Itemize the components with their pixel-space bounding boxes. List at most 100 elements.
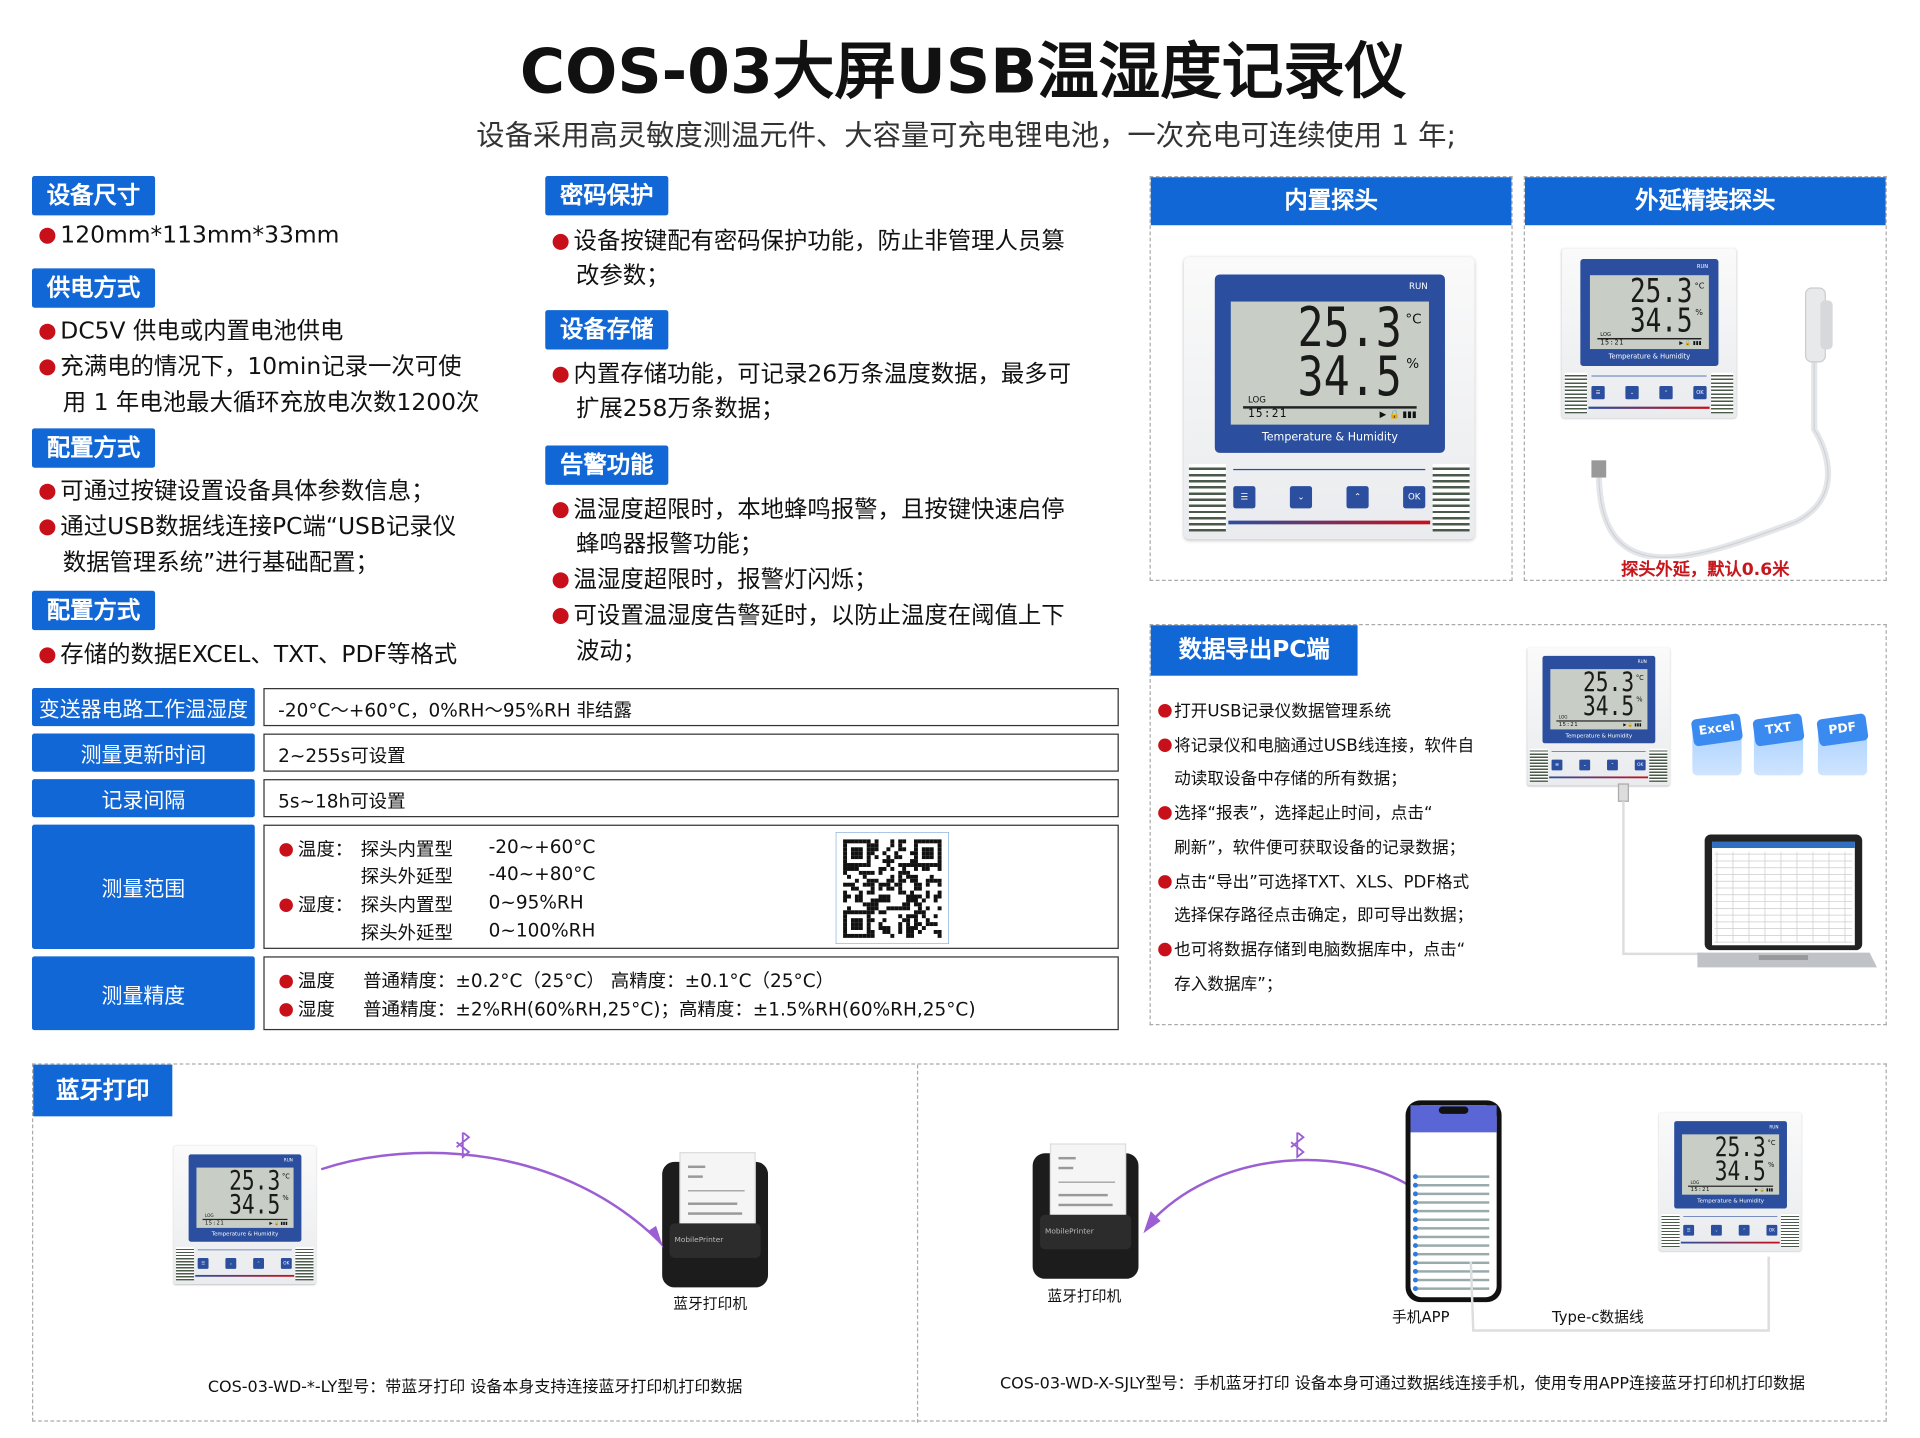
range-value: -20~+60°C — [488, 835, 596, 858]
feature-text: 内置存储功能，可记录26万条温度数据，最多可 — [573, 360, 1072, 388]
export-step-text: 也可将数据存储到电脑数据库中，点击“ — [1174, 940, 1466, 960]
bullet-icon — [39, 359, 56, 376]
down-button-icon: ⌄ — [1579, 759, 1591, 771]
format-label: TXT — [1752, 713, 1805, 747]
export-step-text: 选择“报表”，选择起止时间，点击“ — [1174, 803, 1433, 824]
spec-value: -20°C～+60°C，0%RH～95%RH 非结露 — [263, 688, 1119, 727]
temperature-reading: 25.3 — [229, 1165, 281, 1196]
export-step-line: 点击“导出”可选择TXT、XLS、PDF格式 — [1158, 867, 1469, 892]
bluetooth-icon — [1290, 1132, 1305, 1159]
down-button-icon: ⌄ — [1710, 1224, 1722, 1236]
accuracy-value: 普通精度：±0.2°C（25°C） 高精度：±0.1°C（25°C） — [363, 969, 835, 993]
printer-label: 蓝牙打印机 — [1047, 1287, 1122, 1305]
range-value: -40~+80°C — [488, 862, 596, 885]
ok-button-icon: OK — [1634, 759, 1646, 771]
accuracy-value: 普通精度：±2%RH(60%RH,25°C)；高精度：±1.5%RH(60%RH… — [363, 998, 976, 1021]
range-row: 湿度： — [279, 891, 353, 917]
feature-text: 设备按键配有密码保护功能，防止非管理人员篡 — [573, 227, 1065, 255]
feature-line: 温湿度超限时，本地蜂鸣报警，且按键快速启停 — [552, 491, 1065, 524]
export-step-text: 打开USB记录仪数据管理系统 — [1174, 701, 1392, 722]
bullet-icon — [39, 483, 56, 500]
feature-line: 通过USB数据线连接PC端“USB记录仪 — [39, 508, 456, 541]
down-button-icon: ⌄ — [1289, 486, 1313, 509]
export-step-line: 打开USB记录仪数据管理系统 — [1158, 697, 1392, 722]
export-title: 数据导出PC端 — [1150, 625, 1358, 676]
ok-button-icon: OK — [1693, 385, 1707, 400]
lcd-display: 25.3 °C 34.5 % LOG 15:21 ▶ 🔒 ▮▮▮ — [1230, 297, 1429, 425]
cable-label: Type-c数据线 — [1552, 1308, 1644, 1326]
divider — [916, 1064, 919, 1423]
spec-value-text: 2~255s可设置 — [278, 744, 406, 767]
spec-label: 测量精度 — [32, 956, 255, 1031]
range-type: 探头外延型 — [360, 865, 453, 888]
device-screen: RUN 25.3 °C 34.5 % LOG 15:21 ▶ 🔒 ▮▮▮ Tem… — [1214, 274, 1445, 453]
device-label: Temperature & Humidity — [1608, 353, 1691, 361]
vent-icon — [175, 1247, 195, 1281]
pdf-file-icon: PDF — [1816, 713, 1869, 776]
device-screen: RUN 25.3 °C 34.5 % LOG 15:21 ▶ 🔒 ▮▮▮ Tem… — [1580, 258, 1719, 367]
play-lock-battery-icon: ▶ 🔒 ▮▮▮ — [269, 1220, 288, 1226]
accuracy-row: 湿度 — [279, 996, 335, 1022]
bullet-icon — [1158, 942, 1172, 957]
time-readout: 15:21 — [1600, 339, 1624, 347]
vent-icon — [1780, 1213, 1800, 1248]
phone-label: 手机APP — [1392, 1308, 1450, 1326]
lcd-display: 25.3 °C 34.5 % LOG 15:21 ▶ 🔒 ▮▮▮ — [1589, 272, 1709, 350]
spec-value: 5s~18h可设置 — [263, 779, 1119, 818]
humidity-reading: 34.5 — [1714, 1156, 1766, 1187]
device-label: Temperature & Humidity — [1261, 432, 1398, 445]
up-button-icon: ⌃ — [1607, 759, 1618, 771]
bullet-icon — [279, 974, 293, 989]
printer-image: MobilePrinter — [1032, 1143, 1139, 1279]
feature-line: 充满电的情况下，10min记录一次可使 — [39, 348, 462, 381]
spec-label: 测量范围 — [32, 824, 255, 949]
qr-code — [835, 832, 949, 945]
feature-text: 120mm*113mm*33mm — [60, 221, 340, 249]
tag-size: 设备尺寸 — [32, 176, 156, 216]
vent-icon — [1649, 748, 1668, 782]
range-type: 探头外延型 — [360, 921, 453, 945]
device-label: Temperature & Humidity — [211, 1231, 279, 1238]
run-indicator: RUN — [283, 1157, 293, 1163]
log-indicator: LOG — [1558, 714, 1568, 720]
feature-line: 波动； — [576, 637, 647, 665]
log-indicator: LOG — [1600, 331, 1612, 338]
feature-line: DC5V 供电或内置电池供电 — [39, 313, 343, 346]
bullet-icon — [552, 572, 569, 589]
ok-button-icon: OK — [1766, 1224, 1778, 1236]
play-lock-battery-icon: ▶ 🔒 ▮▮▮ — [1754, 1187, 1774, 1193]
export-step-line: 将记录仪和电脑通过USB线连接，软件自 — [1158, 731, 1475, 756]
feature-line: 设备按键配有密码保护功能，防止非管理人员篡 — [552, 223, 1065, 256]
device-image: RUN 25.3 °C 34.5 % LOG 15:21 ▶ 🔒 ▮▮▮ Tem… — [1527, 647, 1670, 786]
log-indicator: LOG — [1690, 1180, 1700, 1186]
export-step-line: 存入数据库”； — [1174, 969, 1282, 994]
humidity-reading: 34.5 — [1297, 345, 1402, 409]
printer-brand: MobilePrinter — [669, 1223, 761, 1258]
device-image: RUN 25.3 °C 34.5 % LOG 15:21 ▶ 🔒 ▮▮▮ Tem… — [173, 1145, 316, 1284]
feature-text: 可设置温湿度告警延时，以防止温度在阈值上下 — [573, 601, 1065, 629]
temperature-reading: 25.3 — [1583, 666, 1635, 698]
feature-line: 可设置温湿度告警延时，以防止温度在阈值上下 — [552, 597, 1065, 630]
phone-app-image — [1405, 1100, 1502, 1303]
range-row: 温度： — [279, 836, 353, 862]
feature-text: 存储的数据EXCEL、TXT、PDF等格式 — [60, 641, 458, 669]
lcd-display: 25.3 °C 34.5 % LOG 15:21 ▶ 🔒 ▮▮▮ — [1682, 1132, 1780, 1195]
export-step-text: 选择保存路径点击确定，即可导出数据； — [1174, 906, 1474, 926]
humidity-reading: 34.5 — [229, 1189, 281, 1221]
device-image: RUN 25.3 °C 34.5 % LOG 15:21 ▶ 🔒 ▮▮▮ Tem… — [1561, 248, 1737, 418]
typec-cable-icon — [1469, 1256, 1770, 1332]
play-lock-battery-icon: ▶ 🔒 ▮▮▮ — [1379, 409, 1417, 420]
accuracy-kind: 温度 — [297, 969, 335, 993]
temperature-unit: °C — [1767, 1139, 1776, 1148]
bullet-icon — [552, 608, 569, 625]
laptop-icon — [1697, 834, 1877, 968]
feature-line: 存储的数据EXCEL、TXT、PDF等格式 — [39, 636, 457, 669]
device-screen: RUN 25.3 °C 34.5 % LOG 15:21 ▶ 🔒 ▮▮▮ Tem… — [1674, 1121, 1787, 1209]
device-label: Temperature & Humidity — [1697, 1198, 1764, 1205]
export-step-line: 也可将数据存储到电脑数据库中，点击“ — [1158, 935, 1465, 960]
temperature-unit: °C — [1635, 673, 1644, 682]
bullet-icon — [1158, 704, 1172, 718]
export-step-text: 将记录仪和电脑通过USB线连接，软件自 — [1174, 735, 1475, 756]
spec-value-accuracy: 温度 普通精度：±0.2°C（25°C） 高精度：±0.1°C（25°C） 湿度… — [263, 956, 1119, 1031]
